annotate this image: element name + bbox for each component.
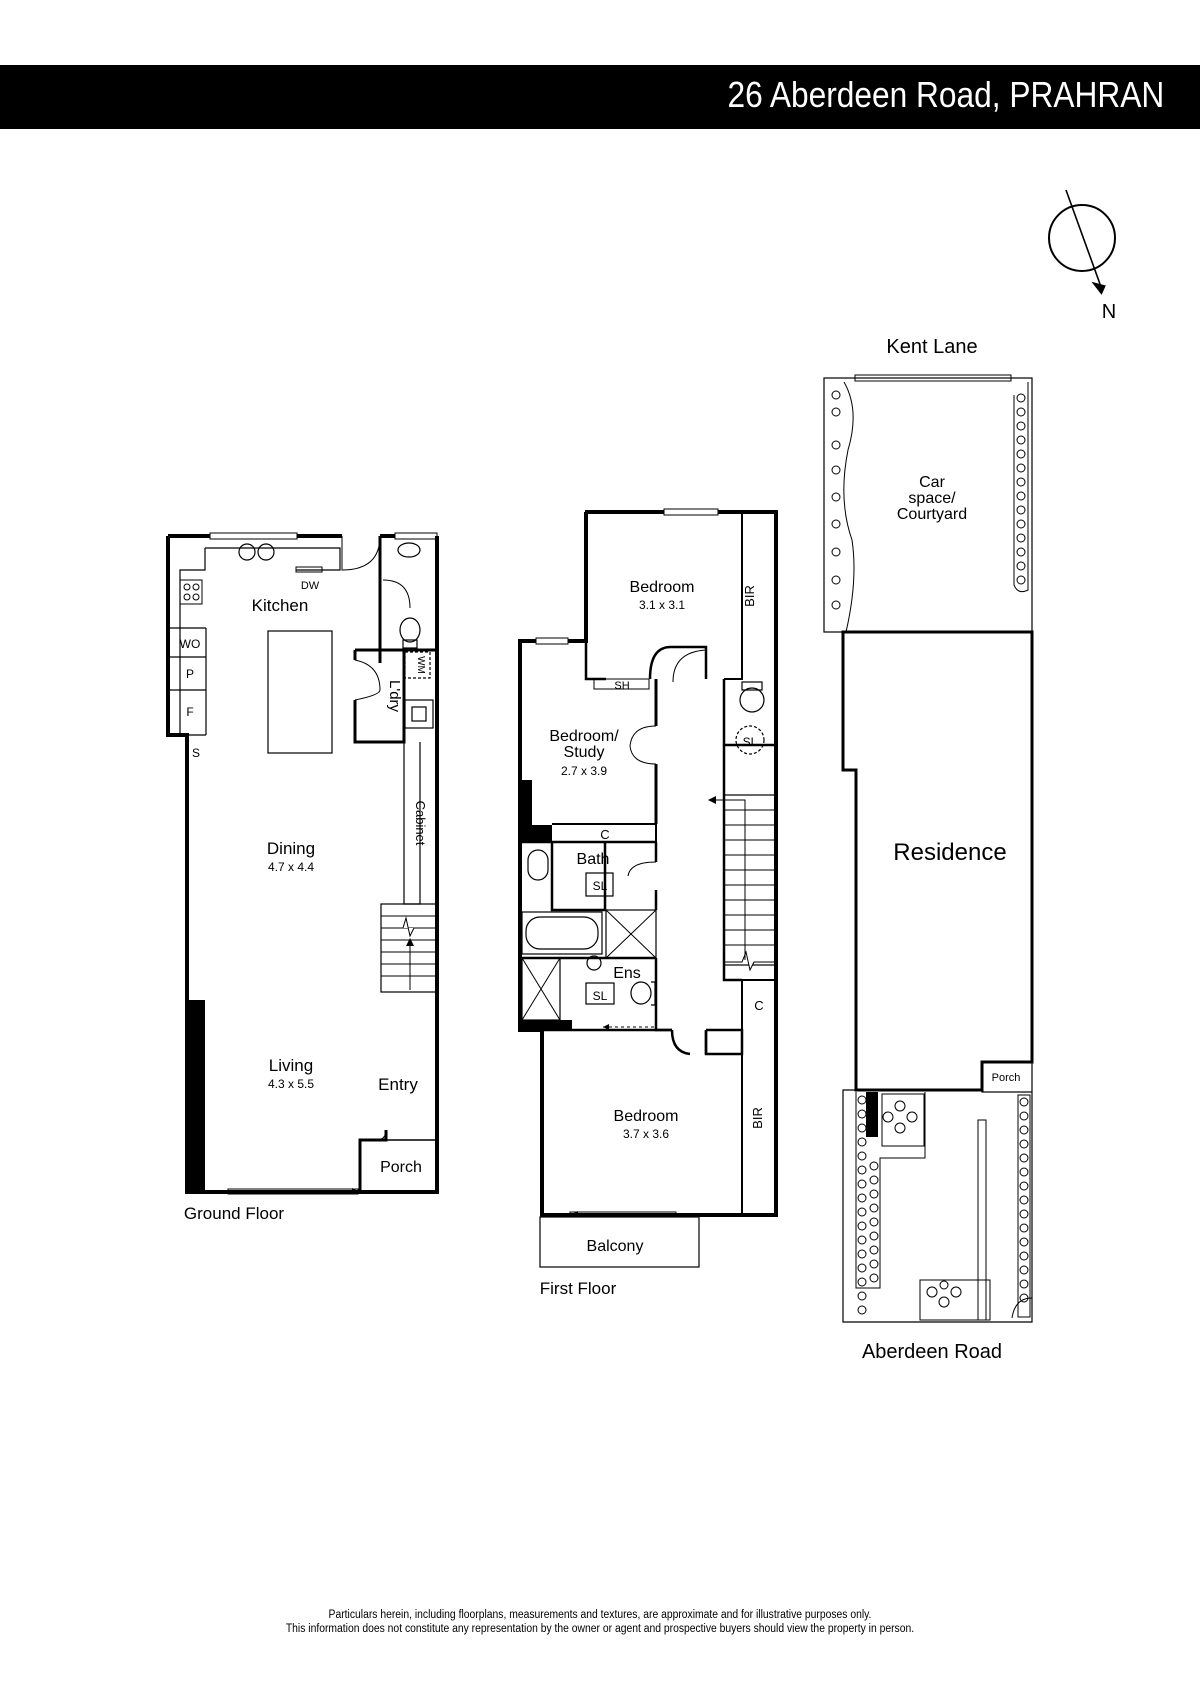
bath-skylight-label: SL — [593, 879, 608, 893]
site-porch-label: Porch — [992, 1072, 1021, 1084]
bir2-label: BIR — [750, 1107, 765, 1129]
bath-label: Bath — [577, 851, 610, 868]
wall-oven-label: WO — [180, 637, 201, 651]
ensuite-skylight-label: SL — [593, 989, 608, 1003]
ground-floor-title: Ground Floor — [184, 1204, 284, 1223]
ground-floor-labels: Kitchen DW WO P F S L'dry WM Cabinet Din… — [180, 580, 428, 1223]
kent-lane-label: Kent Lane — [886, 336, 977, 358]
site-plan-labels: Kent Lane Car space/ Courtyard Residence… — [862, 336, 1020, 1363]
fridge-label: F — [186, 705, 193, 719]
dishwasher-label: DW — [301, 580, 320, 592]
disclaimer-line2: This information does not constitute any… — [285, 1623, 915, 1635]
linen-c1-label: C — [600, 827, 609, 842]
bir1-label: BIR — [742, 585, 757, 607]
laundry-label: L'dry — [386, 680, 403, 713]
storage-label: S — [192, 746, 200, 760]
car-space-label-line2: space/ — [908, 490, 956, 507]
study-label-line2: Study — [564, 744, 605, 761]
dining-label: Dining — [267, 839, 315, 858]
linen-c2-label: C — [754, 998, 763, 1013]
cabinet-label: Cabinet — [413, 801, 428, 846]
first-floor-title: First Floor — [540, 1279, 617, 1298]
car-space-label-line3: Courtyard — [897, 506, 967, 523]
washing-machine-label: WM — [415, 656, 426, 674]
study-label-line1: Bedroom/ — [549, 728, 619, 745]
aberdeen-road-label: Aberdeen Road — [862, 1341, 1002, 1363]
living-label: Living — [269, 1056, 313, 1075]
header-bar: 26 Aberdeen Road, PRAHRAN — [0, 65, 1200, 129]
north-label: N — [1102, 301, 1116, 323]
bedroom1-dimensions: 3.1 x 3.1 — [639, 598, 685, 612]
first-floor-plan — [518, 508, 778, 1268]
property-address: 26 Aberdeen Road, PRAHRAN — [727, 74, 1164, 115]
study-dimensions: 2.7 x 3.9 — [561, 764, 607, 778]
ground-floor-plan — [166, 532, 439, 1195]
entry-label: Entry — [378, 1075, 418, 1094]
car-space-label-line1: Car — [919, 474, 945, 491]
living-dimensions: 4.3 x 5.5 — [268, 1077, 314, 1091]
site-plan — [823, 374, 1034, 1323]
ensuite-label: Ens — [613, 965, 641, 982]
bedroom2-label: Bedroom — [614, 1108, 679, 1125]
shower-label: SH — [614, 680, 629, 692]
pantry-label: P — [186, 667, 194, 681]
skylight-label-top: SL — [743, 735, 758, 749]
disclaimer-line1: Particulars herein, including floorplans… — [328, 1609, 872, 1621]
kitchen-label: Kitchen — [252, 596, 309, 615]
compass-icon — [1048, 189, 1116, 295]
bedroom2-dimensions: 3.7 x 3.6 — [623, 1127, 669, 1141]
disclaimer: Particulars herein, including floorplans… — [0, 1608, 1200, 1636]
first-floor-labels: Bedroom 3.1 x 3.1 BIR SH Bedroom/ Study … — [540, 579, 765, 1298]
dining-dimensions: 4.7 x 4.4 — [268, 860, 314, 874]
bedroom1-label: Bedroom — [630, 579, 695, 596]
porch-label: Porch — [380, 1159, 422, 1176]
residence-label: Residence — [893, 839, 1006, 866]
balcony-label: Balcony — [587, 1238, 644, 1255]
